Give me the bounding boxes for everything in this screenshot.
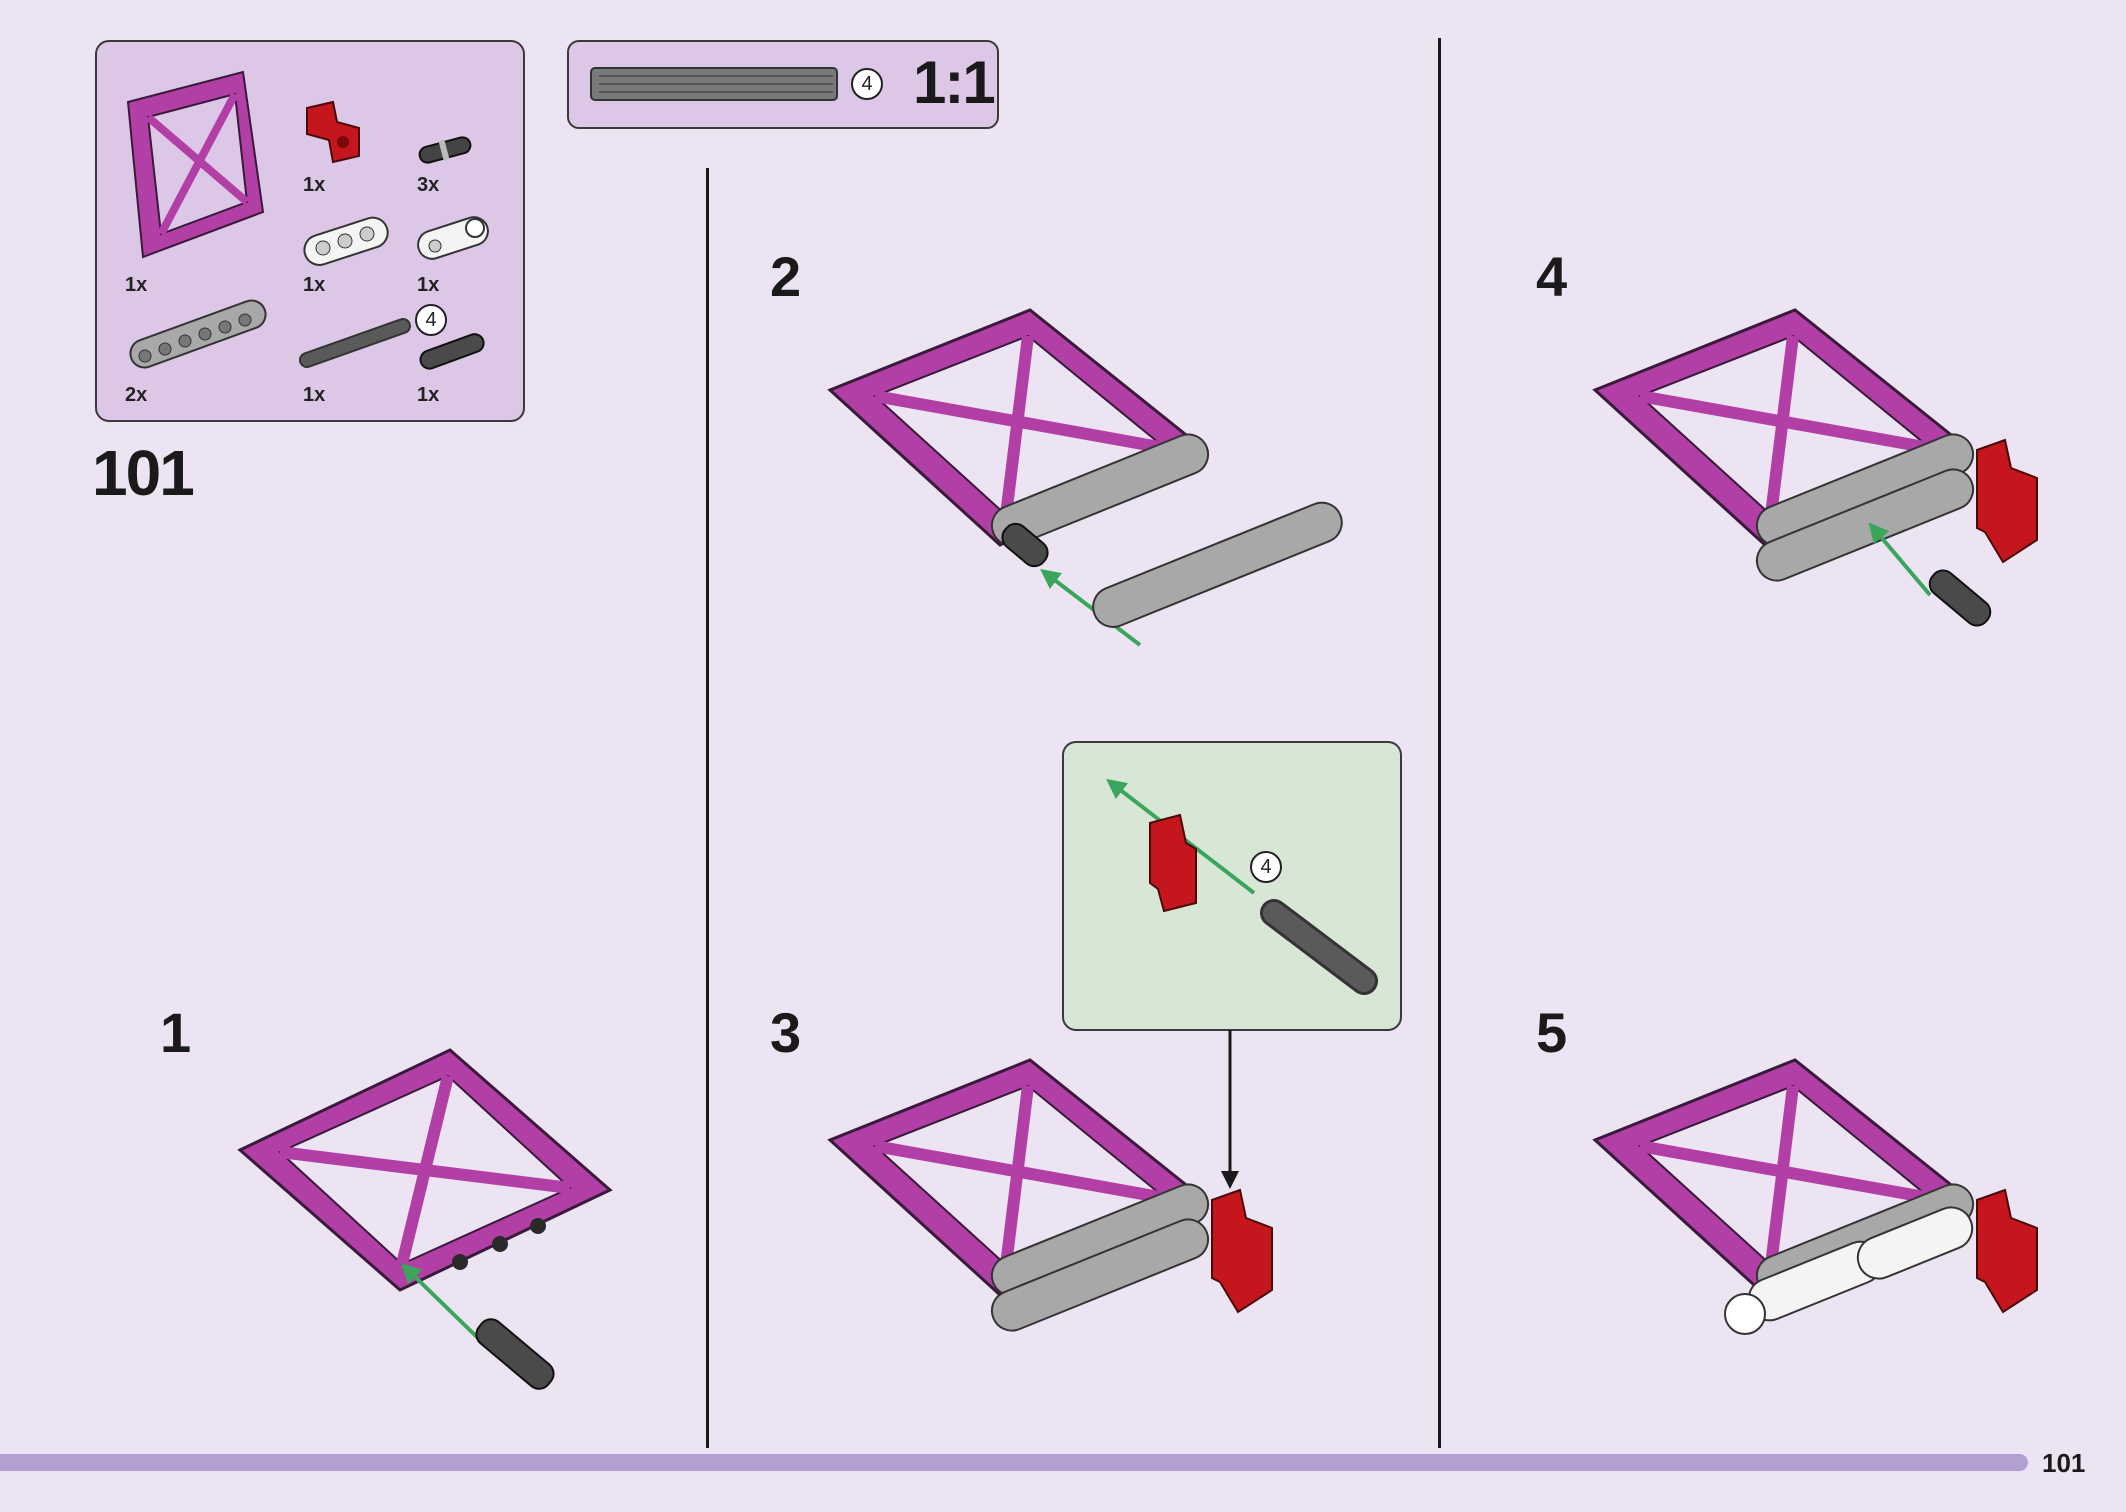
step-number: 2 <box>770 245 802 308</box>
black-pin-part-icon <box>418 136 472 164</box>
callout-illustration <box>1106 778 1378 995</box>
step-number: 1 <box>160 1001 192 1064</box>
step-4-illustration <box>1592 308 2038 627</box>
scale-label: 1:1 <box>913 49 996 116</box>
step-2-illustration <box>827 308 1343 647</box>
scale-reference-panel: 4 1:1 <box>567 40 999 129</box>
frame-part-icon <box>126 70 265 259</box>
step-5-illustration <box>1592 1058 2038 1335</box>
step-number: 4 <box>1536 245 1568 308</box>
part-qty: 1x <box>303 174 326 196</box>
sub-assembly-callout: 4 <box>1062 741 1402 1031</box>
footer-bar <box>0 1454 2028 1471</box>
part-qty: 1x <box>303 384 326 406</box>
gray-beam-part-icon <box>129 299 267 369</box>
column-divider <box>706 168 709 1448</box>
scale-length-badge: 4 <box>851 68 883 100</box>
callout-length-badge: 4 <box>1250 851 1282 883</box>
red-clip-part-icon <box>306 100 360 164</box>
group-number: 101 <box>92 437 195 509</box>
part-qty: 1x <box>417 384 440 406</box>
axle-scale-icon <box>590 67 838 101</box>
part-qty: 1x <box>303 274 326 296</box>
axle-length-badge: 4 <box>415 304 447 336</box>
axle-part-icon <box>299 318 411 368</box>
column-divider <box>1438 38 1441 1448</box>
white-beam-part-icon <box>303 216 389 266</box>
step-number: 5 <box>1536 1001 1568 1064</box>
step-1-illustration <box>237 1048 613 1390</box>
parts-list-panel: 1x 1x 3x 1x 1x 2x 4 1x <box>95 40 525 422</box>
step-3-illustration <box>827 1058 1273 1332</box>
part-qty: 1x <box>125 274 148 296</box>
white-connector-part-icon <box>417 216 489 260</box>
part-qty: 3x <box>417 174 440 196</box>
pin-axle-part-icon <box>419 333 485 370</box>
part-qty: 2x <box>125 384 148 406</box>
step-number: 3 <box>770 1001 802 1064</box>
page-number: 101 <box>2042 1448 2086 1478</box>
part-qty: 1x <box>417 274 440 296</box>
callout-pointer-arrow <box>1221 1030 1239 1189</box>
